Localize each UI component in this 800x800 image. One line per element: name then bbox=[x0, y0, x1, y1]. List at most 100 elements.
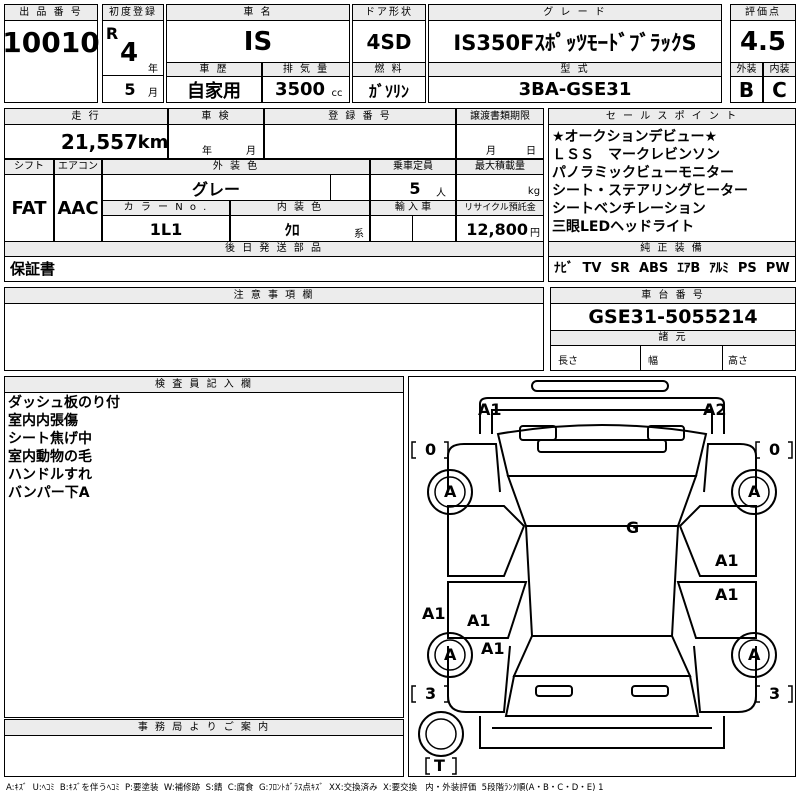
door-type: 4SD bbox=[366, 30, 412, 54]
equipment-header: 純 正 装 備 bbox=[548, 241, 796, 257]
door-header: ドア形状 bbox=[352, 4, 426, 21]
mark-left-rocker: A1 bbox=[422, 604, 446, 623]
bracket-front-right: 0 bbox=[769, 440, 781, 459]
interior-color-header: 内 装 色 bbox=[230, 200, 370, 216]
color-no-header: カ ラ ー N o . bbox=[102, 200, 230, 216]
color-header: 外 装 色 bbox=[102, 159, 370, 175]
inspection-year-unit: 年 bbox=[202, 145, 212, 157]
fuel-box bbox=[352, 76, 426, 103]
score: 4.5 bbox=[739, 27, 787, 57]
interior-header: 内装 bbox=[763, 62, 796, 77]
transfer-box bbox=[456, 124, 544, 159]
model-header: 型 式 bbox=[428, 62, 722, 77]
car-name: IS bbox=[243, 27, 273, 57]
sales-point-item: ★オークションデビュー★ bbox=[552, 129, 718, 145]
mark-front-right: A2 bbox=[703, 400, 727, 419]
sales-point-item: パノラミックビューモニター bbox=[552, 165, 734, 181]
inspector-line: シート焦げ中 bbox=[8, 431, 92, 447]
import-box bbox=[370, 215, 456, 242]
bracket-spare: T bbox=[434, 756, 445, 775]
score-box bbox=[730, 20, 796, 63]
shift: FAT bbox=[11, 197, 47, 219]
inspector-box bbox=[4, 392, 404, 718]
interior-grade: C bbox=[772, 77, 787, 102]
mileage-header: 走 行 bbox=[4, 108, 168, 125]
sales-points-header: セ ー ル ス ポ イ ン ト bbox=[548, 108, 796, 125]
score-header: 評価点 bbox=[730, 4, 796, 21]
interior-box bbox=[763, 76, 796, 103]
inspector-line: バンパー下A bbox=[8, 485, 90, 501]
tire-rear-left-mark: A bbox=[444, 645, 457, 664]
inspection-month-unit: 月 bbox=[246, 145, 256, 157]
model-box bbox=[428, 76, 722, 103]
first-registration-box bbox=[102, 20, 164, 103]
model-code: 3BA-GSE31 bbox=[518, 79, 632, 100]
later-parts: 保証書 bbox=[10, 260, 56, 278]
bracket-rear-right: 3 bbox=[769, 684, 781, 703]
mark-left-door-rear: A1 bbox=[467, 611, 491, 630]
lot-number: 10010 bbox=[2, 25, 100, 59]
mark-right-door-rear: A1 bbox=[715, 585, 739, 604]
max-load-header: 最大積載量 bbox=[456, 159, 544, 175]
sales-point-item: ＬＳＳ マークレビンソン bbox=[552, 147, 720, 163]
displacement: 3500 bbox=[274, 79, 326, 100]
equipment-list: ﾅﾋﾞ TV SR ABS ｴｱB ｱﾙﾐ PS PW bbox=[554, 261, 790, 276]
first-registration-header: 初度登録 bbox=[102, 4, 164, 21]
transfer-header: 譲渡書類期限 bbox=[456, 108, 544, 125]
ac-box bbox=[54, 174, 102, 242]
inspector-line: 室内内張傷 bbox=[8, 413, 78, 429]
lot-number-box bbox=[4, 20, 98, 103]
mark-front-left: A1 bbox=[478, 400, 502, 419]
reg-month: 5 bbox=[124, 79, 136, 99]
shift-box bbox=[4, 174, 54, 242]
inspector-line: ダッシュ板のり付 bbox=[8, 395, 120, 411]
history: 自家用 bbox=[187, 80, 241, 102]
sales-point-item: 三眼LEDヘッドライト bbox=[552, 219, 695, 235]
transfer-month-unit: 月 bbox=[486, 145, 496, 157]
ac: AAC bbox=[57, 197, 99, 219]
ac-header: エアコン bbox=[54, 159, 102, 175]
displacement-box bbox=[262, 76, 350, 103]
capacity-header: 乗車定員 bbox=[370, 159, 456, 175]
mark-left-rear-fender: A1 bbox=[481, 639, 505, 658]
office-box bbox=[4, 735, 404, 777]
tire-front-right-mark: A bbox=[748, 482, 761, 501]
inspector-header: 検 査 員 記 入 欄 bbox=[4, 376, 404, 393]
interior-color: ｸﾛ bbox=[284, 220, 300, 239]
later-parts-header: 後 日 発 送 部 品 bbox=[4, 241, 544, 257]
chassis-header: 車 台 番 号 bbox=[550, 287, 796, 304]
sales-points-box bbox=[548, 124, 796, 242]
notes-header: 注 意 事 項 欄 bbox=[4, 287, 544, 304]
color-no: 1L1 bbox=[149, 219, 183, 239]
mark-right-door-front: A1 bbox=[715, 551, 739, 570]
lot-number-header: 出 品 番 号 bbox=[4, 4, 98, 21]
history-header: 車 歴 bbox=[166, 62, 262, 77]
reg-number-box bbox=[264, 124, 456, 159]
inspection-box bbox=[168, 124, 264, 159]
inspector-line: 室内動物の毛 bbox=[8, 449, 92, 465]
recycle-box bbox=[456, 215, 544, 242]
displacement-unit: cc bbox=[331, 87, 343, 99]
mark-roof: G bbox=[626, 518, 640, 537]
reg-number-header: 登 録 番 号 bbox=[264, 108, 456, 125]
bracket-front-left: 0 bbox=[425, 440, 437, 459]
era: R bbox=[105, 23, 119, 43]
reg-year: 4 bbox=[119, 38, 139, 68]
office-header: 事 務 局 よ り ご 案 内 bbox=[4, 719, 404, 736]
mileage: 21,557 bbox=[60, 130, 138, 154]
exterior-box bbox=[730, 76, 763, 103]
fuel-header: 燃 料 bbox=[352, 62, 426, 77]
capacity: 5 bbox=[409, 178, 421, 198]
recycle-fee: 12,800 bbox=[466, 219, 528, 239]
specs-box bbox=[550, 345, 796, 371]
car-diagram bbox=[411, 380, 793, 775]
specs-header: 諸 元 bbox=[550, 330, 796, 346]
grade: IS350FｽﾎﾟｯﾂﾓｰﾄﾞﾌﾞﾗｯｸS bbox=[453, 31, 697, 55]
capacity-unit: 人 bbox=[436, 187, 446, 199]
fuel: ｶﾞｿﾘﾝ bbox=[368, 81, 409, 101]
later-parts-box bbox=[4, 256, 544, 282]
transfer-day-unit: 日 bbox=[526, 145, 536, 157]
length-label: 長さ bbox=[558, 355, 578, 367]
sales-point-item: シート・ステアリングヒーター bbox=[552, 183, 748, 199]
exterior-grade: B bbox=[738, 77, 755, 102]
